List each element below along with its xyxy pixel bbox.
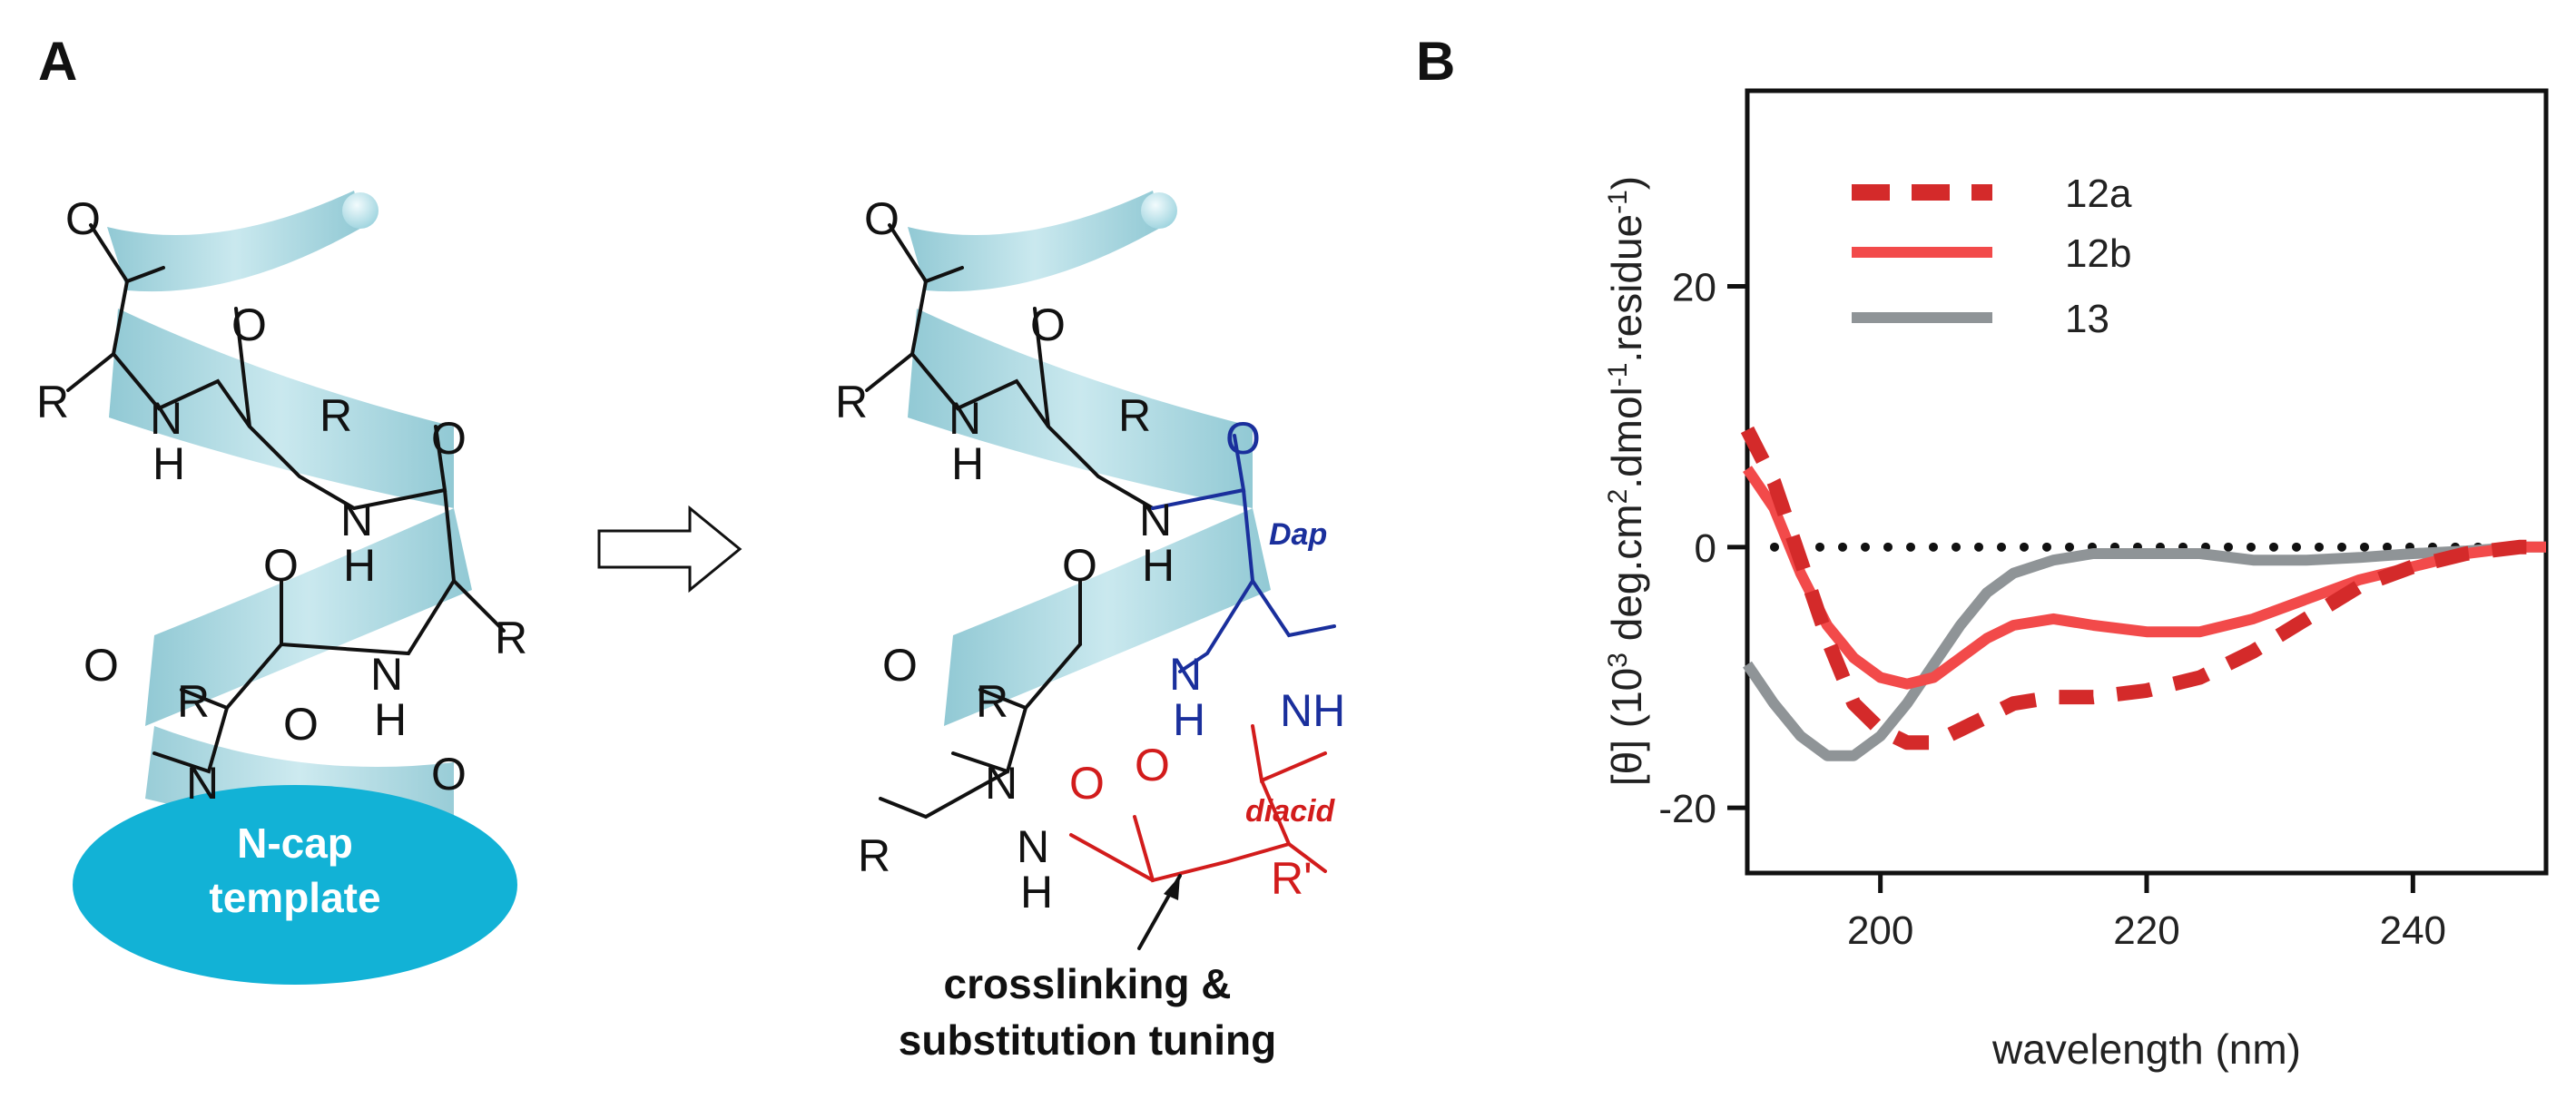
ncap-line2: template [209, 874, 380, 921]
atom-o: O [1030, 299, 1066, 350]
tick-layer: 200 220 240 -20 0 20 [1658, 266, 2446, 954]
helix-right [908, 191, 1271, 726]
atom-r-prime: R' [1271, 853, 1313, 904]
atom-o: O [283, 699, 319, 750]
atom-o-diacid: O [1069, 758, 1105, 809]
atom-r: R [858, 830, 890, 881]
panel-b-label: B [1416, 31, 1455, 92]
atom-r: R [976, 676, 1008, 727]
atom-h: H [951, 438, 984, 489]
atom-o: O [231, 299, 267, 350]
atom-o: O [431, 413, 467, 464]
atom-h: H [374, 694, 407, 745]
atom-n: N [949, 393, 981, 444]
transform-arrow-icon [597, 505, 742, 594]
atom-o: O [882, 640, 918, 691]
atom-o-dap: O [1225, 413, 1261, 464]
atom-nh-dap: NH [1280, 685, 1345, 736]
right-atoms: O R N H O R N H O Dap O N H NH O R N R N… [835, 193, 1345, 918]
atom-o: O [84, 640, 119, 691]
atom-o: O [431, 749, 467, 800]
y-axis-label: [θ] (103 deg.cm2.dmol-1.residue-1) [1603, 176, 1651, 786]
y-tick-label: -20 [1658, 787, 1716, 831]
atom-r: R [320, 390, 352, 441]
atom-h: H [1142, 540, 1175, 591]
y-tick-label: 0 [1695, 526, 1716, 571]
atom-o-diacid: O [1135, 740, 1170, 790]
legend: 12a 12b 13 [1852, 172, 2132, 341]
atom-n: N [370, 649, 403, 700]
caption-line1: crosslinking & [944, 960, 1232, 1007]
dap-label: Dap [1269, 517, 1327, 552]
caption-line2: substitution tuning [899, 1016, 1276, 1064]
legend-label-13: 13 [2065, 297, 2109, 341]
atom-h: H [343, 540, 376, 591]
legend-label-12a: 12a [2065, 172, 2132, 216]
atom-n: N [340, 495, 373, 545]
atom-h-dap: H [1173, 694, 1205, 745]
helix-knob-icon [342, 192, 379, 229]
atom-h: H [1020, 867, 1053, 918]
series-line-12a [1740, 426, 2546, 751]
atom-n: N [1017, 821, 1049, 872]
atom-r: R [1118, 390, 1151, 441]
diacid-label: diacid [1245, 794, 1335, 829]
y-tick-label: 20 [1672, 266, 1716, 310]
atom-n: N [1139, 495, 1172, 545]
right-backbone-bonds [865, 223, 1155, 819]
left-atoms: O R N H O R O N H R O N H O R N O O [36, 193, 527, 809]
atom-r: R [835, 377, 868, 427]
panel-a-label: A [38, 31, 77, 92]
atom-o: O [1062, 540, 1097, 591]
atom-n-dap: N [1169, 649, 1202, 700]
atom-h: H [152, 438, 185, 489]
atom-o: O [864, 193, 900, 244]
plot-frame [1745, 88, 2549, 876]
atom-r: R [177, 676, 210, 727]
x-tick-label: 200 [1847, 908, 1913, 953]
legend-label-12b: 12b [2065, 231, 2131, 276]
cd-chart: 200 220 240 -20 0 20 12a 12b 13 wavelength (n… [1603, 88, 2549, 1073]
series-line-13 [1743, 541, 2546, 761]
atom-o: O [263, 540, 299, 591]
atom-o: O [65, 193, 101, 244]
x-tick-label: 220 [2113, 908, 2179, 953]
atom-r: R [36, 377, 69, 427]
diacid-bonds [1069, 724, 1327, 883]
left-backbone-bonds [66, 223, 506, 774]
x-tick-label: 240 [2380, 908, 2446, 953]
atom-r: R [495, 613, 527, 663]
x-axis-label: wavelength (nm) [1991, 1026, 2301, 1073]
atom-n: N [186, 758, 219, 809]
atom-n: N [985, 758, 1018, 809]
helix-knob-icon [1141, 192, 1177, 229]
pointer-arrow-icon [1164, 876, 1180, 900]
atom-n: N [150, 393, 182, 444]
series-line-12b [1743, 466, 2546, 690]
series-layer [1740, 426, 2546, 761]
dap-bonds [1151, 434, 1336, 673]
ncap-template-ellipse [73, 785, 517, 985]
ncap-line1: N-cap [237, 819, 353, 867]
